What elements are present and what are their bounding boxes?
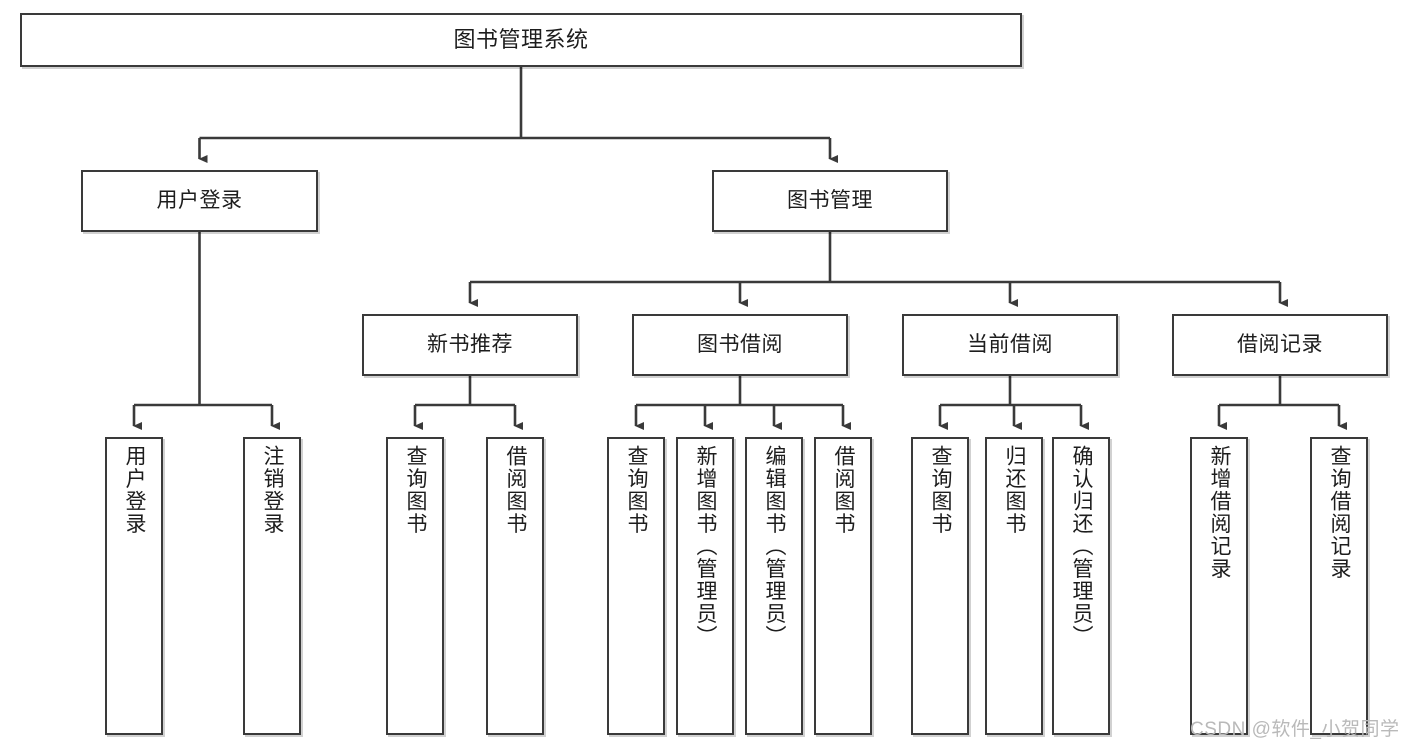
node-label: 当前借阅 [967, 333, 1053, 357]
node-borrow-record[interactable]: 借阅记录 [1172, 314, 1388, 376]
node-leaf-add-record[interactable]: 新增借阅记录 [1190, 437, 1248, 735]
node-label: 查询图书 [403, 445, 427, 535]
node-label: 借阅图书 [503, 445, 527, 535]
node-leaf-query-book-1[interactable]: 查询图书 [386, 437, 444, 735]
node-leaf-borrow-book-2[interactable]: 借阅图书 [814, 437, 872, 735]
node-label: 归还图书 [1002, 445, 1026, 535]
node-leaf-query-record[interactable]: 查询借阅记录 [1310, 437, 1368, 735]
node-new-book-recommend[interactable]: 新书推荐 [362, 314, 578, 376]
node-label: 图书管理 [787, 189, 873, 213]
node-label: 图书借阅 [697, 333, 783, 357]
node-leaf-user-logout[interactable]: 注销登录 [243, 437, 301, 735]
node-label: 用户登录 [156, 189, 243, 213]
node-leaf-confirm-return[interactable]: 确认归还（管理员） [1052, 437, 1110, 735]
node-label: 新增借阅记录 [1207, 445, 1231, 580]
node-label: 查询图书 [624, 445, 648, 535]
node-leaf-user-login[interactable]: 用户登录 [105, 437, 163, 735]
node-root[interactable]: 图书管理系统 [20, 13, 1022, 67]
node-leaf-return-book[interactable]: 归还图书 [985, 437, 1043, 735]
node-label: 确认归还（管理员） [1069, 445, 1093, 648]
node-user-login[interactable]: 用户登录 [81, 170, 318, 232]
node-label: 用户登录 [122, 445, 146, 535]
node-leaf-edit-book[interactable]: 编辑图书（管理员） [745, 437, 803, 735]
node-label: 新增图书（管理员） [693, 445, 717, 648]
node-label: 查询借阅记录 [1327, 445, 1351, 580]
node-book-borrow[interactable]: 图书借阅 [632, 314, 848, 376]
node-label: 新书推荐 [427, 333, 513, 357]
node-leaf-query-book-3[interactable]: 查询图书 [911, 437, 969, 735]
node-leaf-query-book-2[interactable]: 查询图书 [607, 437, 665, 735]
node-leaf-add-book[interactable]: 新增图书（管理员） [676, 437, 734, 735]
node-label: 图书管理系统 [453, 26, 589, 52]
node-book-manage[interactable]: 图书管理 [712, 170, 948, 232]
node-label: 编辑图书（管理员） [762, 445, 786, 648]
node-label: 借阅图书 [831, 445, 855, 535]
node-label: 查询图书 [928, 445, 952, 535]
node-label: 借阅记录 [1237, 333, 1323, 357]
node-label: 注销登录 [260, 445, 284, 535]
node-leaf-borrow-book-1[interactable]: 借阅图书 [486, 437, 544, 735]
node-current-borrow[interactable]: 当前借阅 [902, 314, 1118, 376]
